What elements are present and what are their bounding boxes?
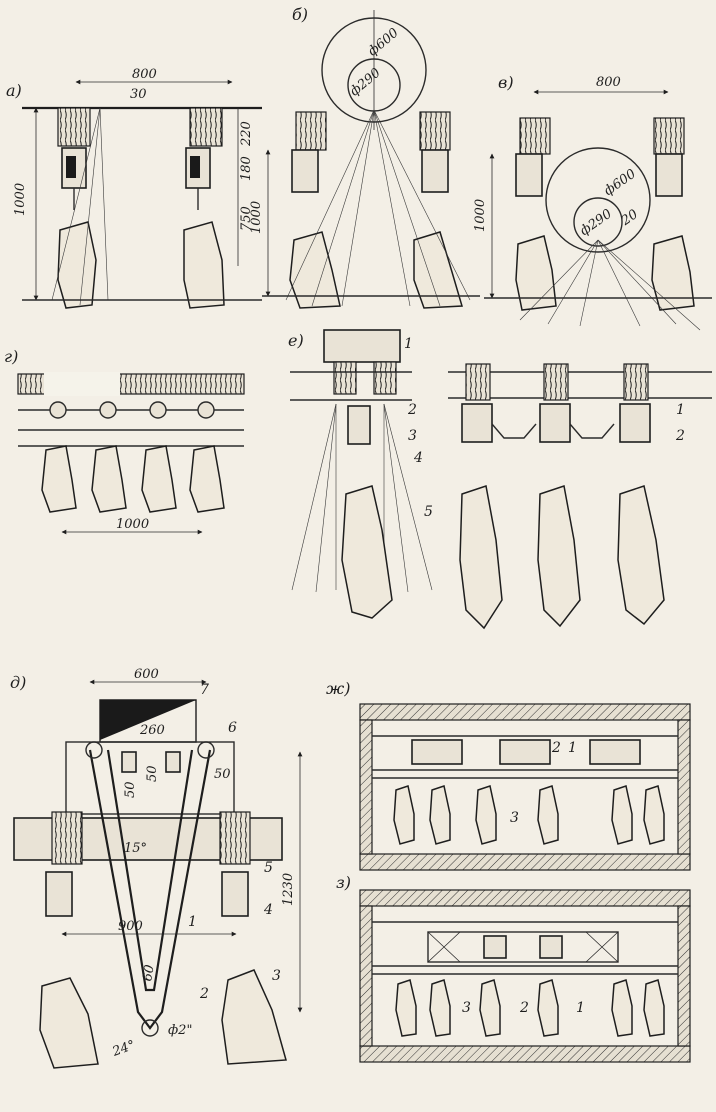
panel-z: з) 3 2 1 — [336, 873, 691, 1063]
dim-d-60: 60 — [140, 964, 158, 983]
dim-v-290: ф290 — [577, 207, 614, 239]
panel-zh-letter: ж) — [326, 679, 350, 698]
callout-e-3: 3 — [408, 428, 417, 444]
panel-e: е) 1 2 3 4 5 1 2 — [288, 329, 712, 630]
dim-g-1000: 1000 — [116, 517, 149, 532]
callout-zh-1: 1 — [568, 740, 577, 756]
panel-e-letter: е) — [288, 331, 304, 350]
panel-b: б) ф600 ф290 1000 — [249, 5, 480, 309]
callout-d-4: 4 — [263, 902, 273, 918]
callout-d-1: 1 — [188, 914, 197, 930]
dim-v-800: 800 — [596, 75, 621, 90]
dim-d-50a: 50 — [123, 781, 138, 798]
dim-d-50c: 50 — [214, 767, 231, 782]
panel-g: г) 1000 — [4, 347, 245, 535]
callout-d-6: 6 — [228, 720, 237, 736]
panel-b-letter: б) — [292, 5, 308, 24]
callout-e-2: 2 — [407, 402, 417, 418]
callout-e-1b: 1 — [676, 402, 685, 418]
dim-a-1000: 1000 — [13, 183, 28, 216]
dim-a-750: 750 — [239, 206, 254, 231]
panel-g-letter: г) — [4, 347, 18, 366]
dim-a-30: 30 — [130, 87, 147, 102]
panel-zh: ж) 2 1 3 — [326, 679, 691, 871]
dim-d-260: 260 — [139, 723, 165, 738]
dim-a-220: 220 — [239, 121, 254, 147]
callout-e-2b: 2 — [675, 428, 685, 444]
dim-v-600: ф600 — [601, 167, 638, 199]
panel-v-letter: в) — [498, 73, 514, 92]
dim-d-2in: ф2" — [168, 1023, 192, 1038]
dim-b-600: ф600 — [365, 26, 401, 60]
callout-e-4: 4 — [413, 450, 423, 466]
dim-b-1000: 1000 — [249, 201, 264, 234]
panel-v: в) 800 ф600 ф290 20 1000 — [473, 73, 712, 331]
callout-z-2: 2 — [519, 1000, 529, 1016]
callout-d-5: 5 — [264, 860, 273, 876]
panel-a-letter: а) — [6, 81, 22, 100]
callout-e-1: 1 — [404, 336, 413, 352]
callout-z-1: 1 — [576, 1000, 585, 1016]
dim-d-24deg: 24° — [110, 1038, 138, 1060]
panel-a: а) 800 30 1000 220 180 750 — [6, 67, 262, 309]
callout-zh-2: 2 — [551, 740, 561, 756]
dim-d-15deg: 15° — [124, 841, 147, 856]
dim-d-50b: 50 — [145, 765, 160, 782]
callout-z-3: 3 — [462, 1000, 471, 1016]
callout-e-5: 5 — [424, 504, 433, 520]
dim-d-1230: 1230 — [281, 873, 296, 906]
panel-z-letter: з) — [336, 873, 351, 892]
dim-d-600: 600 — [134, 667, 159, 682]
dim-v-1000: 1000 — [473, 199, 488, 232]
dim-d-900: 900 — [118, 919, 143, 934]
callout-zh-3: 3 — [510, 810, 519, 826]
callout-d-7: 7 — [200, 682, 209, 698]
callout-d-2: 2 — [199, 986, 209, 1002]
panel-d-letter: д) — [10, 673, 26, 692]
dim-a-800: 800 — [132, 67, 157, 82]
panel-d: д) 600 7 260 50 50 50 6 15° 900 60 ф2" 2… — [10, 667, 303, 1069]
callout-d-3: 3 — [272, 968, 281, 984]
dim-a-180: 180 — [239, 156, 254, 181]
